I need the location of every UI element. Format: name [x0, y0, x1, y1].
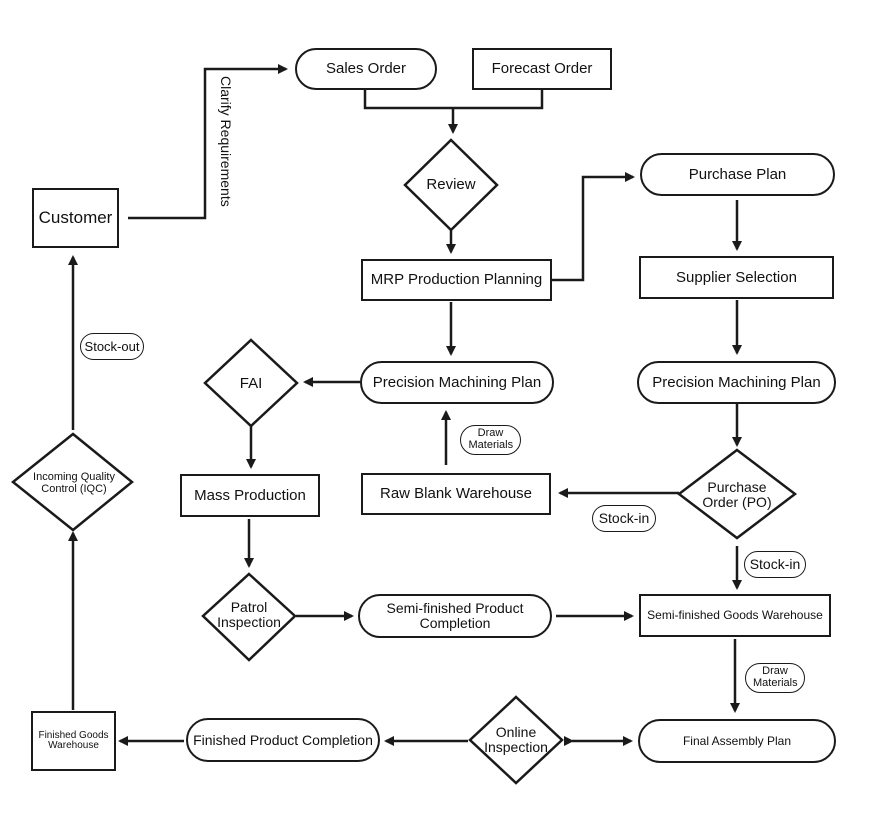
raw-blank-warehouse-node: Raw Blank Warehouse: [361, 473, 551, 515]
stock-in-badge-left: Stock-in: [592, 505, 656, 532]
precision-machining-plan-right-label: Precision Machining Plan: [652, 373, 821, 391]
final-assembly-plan-node: Final Assembly Plan: [638, 719, 836, 763]
online-inspection-node: Online Inspection: [476, 723, 556, 757]
iqc-diamond: [10, 432, 134, 532]
patrol-inspection-label: Patrol Inspection: [217, 599, 281, 630]
supplier-selection-label: Supplier Selection: [676, 268, 797, 286]
raw-blank-warehouse-label: Raw Blank Warehouse: [379, 485, 532, 503]
stock-out-label: Stock-out: [84, 338, 140, 354]
supplier-selection-node: Supplier Selection: [639, 256, 834, 299]
stock-out-badge: Stock-out: [80, 333, 144, 360]
stock-in-label-right: Stock-in: [749, 556, 801, 573]
draw-materials-badge-bottom: Draw Materials: [745, 663, 805, 693]
stock-in-badge-right: Stock-in: [744, 551, 806, 578]
mrp-planning-label: MRP Production Planning: [370, 271, 543, 289]
iqc-label: Incoming Quality Control (IQC): [33, 471, 115, 495]
mass-production-node: Mass Production: [180, 474, 320, 517]
finished-goods-warehouse-label: Finished Goods Warehouse: [38, 729, 109, 751]
review-node: Review: [411, 170, 491, 200]
precision-machining-plan-left-label: Precision Machining Plan: [372, 373, 542, 391]
purchase-plan-node: Purchase Plan: [640, 153, 835, 196]
review-label: Review: [426, 176, 476, 194]
semi-finished-warehouse-label: Semi-finished Goods Warehouse: [647, 608, 823, 623]
purchase-plan-label: Purchase Plan: [688, 165, 787, 183]
iqc-node: Incoming Quality Control (IQC): [20, 470, 128, 498]
semi-finished-completion-label: Semi-finished Product Completion: [386, 600, 524, 631]
draw-materials-badge-top: Draw Materials: [460, 425, 521, 455]
edge-customer-to-sales-order: [128, 64, 288, 220]
clarify-requirements-label: Clarify Requirements: [218, 76, 234, 207]
finished-product-completion-node: Finished Product Completion: [186, 718, 380, 762]
purchase-order-node: Purchase Order (PO): [695, 478, 779, 512]
draw-materials-label-top: Draw Materials: [468, 427, 514, 451]
forecast-order-node: Forecast Order: [472, 48, 612, 90]
stock-in-label-left: Stock-in: [598, 510, 650, 527]
fai-node: FAI: [221, 370, 281, 398]
precision-machining-plan-right-node: Precision Machining Plan: [637, 361, 836, 404]
finished-product-completion-label: Finished Product Completion: [193, 731, 373, 748]
po-diamond: [676, 448, 798, 540]
semi-finished-warehouse-node: Semi-finished Goods Warehouse: [639, 594, 831, 637]
online-inspection-label: Online Inspection: [484, 724, 548, 755]
mass-production-label: Mass Production: [194, 486, 306, 504]
edge-orders-merge: [363, 88, 544, 110]
customer-label: Customer: [38, 208, 113, 228]
patrol-inspection-node: Patrol Inspection: [207, 598, 291, 632]
online-inspection-diamond: [468, 695, 564, 785]
sales-order-label: Sales Order: [325, 60, 407, 78]
purchase-order-label: Purchase Order (PO): [702, 479, 772, 510]
mrp-planning-node: MRP Production Planning: [361, 259, 552, 301]
finished-goods-warehouse-node: Finished Goods Warehouse: [31, 711, 116, 771]
customer-node: Customer: [32, 188, 119, 248]
draw-materials-label-bottom: Draw Materials: [753, 665, 798, 689]
sales-order-node: Sales Order: [295, 48, 437, 90]
fai-label: FAI: [239, 375, 263, 393]
semi-finished-completion-node: Semi-finished Product Completion: [358, 594, 552, 638]
edge-mrp-to-purchase-plan: [552, 172, 635, 282]
precision-machining-plan-left-node: Precision Machining Plan: [360, 361, 554, 404]
forecast-order-label: Forecast Order: [491, 60, 593, 78]
patrol-diamond: [201, 572, 297, 662]
final-assembly-plan-label: Final Assembly Plan: [682, 733, 792, 748]
